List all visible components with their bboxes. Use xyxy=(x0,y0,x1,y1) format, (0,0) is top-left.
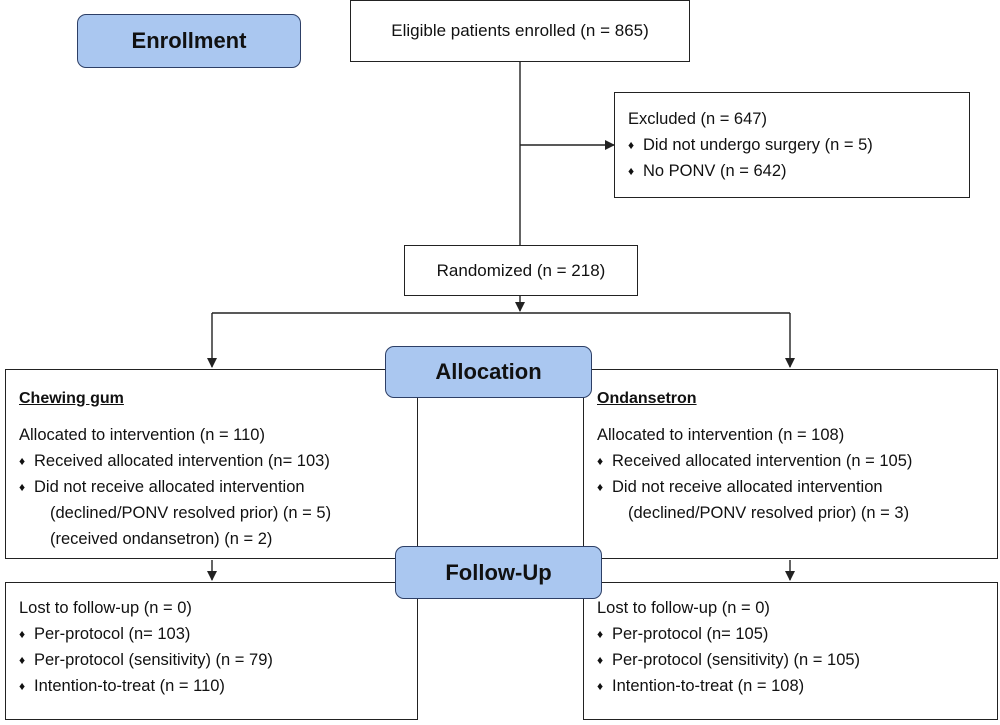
followup-lost-line: Lost to follow-up (n = 0) xyxy=(597,595,997,621)
allocation-not-received-line: ♦ Did not receive allocated intervention xyxy=(597,474,997,500)
allocation-reason-line: (declined/PONV resolved prior) (n = 3) xyxy=(597,500,997,526)
stage-label-allocation-text: Allocation xyxy=(435,359,542,384)
allocation-reason: (received ondansetron) (n = 2) xyxy=(50,530,273,548)
followup-item-text: Per-protocol (n= 105) xyxy=(612,625,769,643)
excluded-title-line: Excluded (n = 647) xyxy=(628,106,969,132)
diamond-bullet-icon: ♦ xyxy=(19,454,26,468)
followup-lost-line: Lost to follow-up (n = 0) xyxy=(19,595,417,621)
diamond-bullet-icon: ♦ xyxy=(628,164,635,178)
followup-item: ♦ Intention-to-treat (n = 110) xyxy=(19,673,417,699)
followup-item: ♦ Intention-to-treat (n = 108) xyxy=(597,673,997,699)
followup-item: ♦ Per-protocol (sensitivity) (n = 105) xyxy=(597,647,997,673)
diamond-bullet-icon: ♦ xyxy=(597,454,604,468)
diamond-bullet-icon: ♦ xyxy=(19,627,26,641)
diamond-bullet-icon: ♦ xyxy=(597,679,604,693)
stage-label-followup-text: Follow-Up xyxy=(445,559,552,585)
allocation-allocated: Allocated to intervention (n = 108) xyxy=(597,426,845,444)
followup-lost: Lost to follow-up (n = 0) xyxy=(19,599,192,617)
allocation-allocated-line: Allocated to intervention (n = 108) xyxy=(597,422,997,448)
followup-item-text: Per-protocol (sensitivity) (n = 105) xyxy=(612,651,861,669)
allocation-not-received: Did not receive allocated intervention xyxy=(34,478,305,496)
randomized-label: Randomized (n = 218) xyxy=(436,260,606,280)
diamond-bullet-icon: ♦ xyxy=(19,679,26,693)
excluded-item-text: Did not undergo surgery (n = 5) xyxy=(643,136,873,154)
allocation-received: Received allocated intervention (n = 105… xyxy=(612,452,913,470)
allocation-heading-line: Ondansetron xyxy=(597,386,997,412)
followup-item-text: Per-protocol (sensitivity) (n = 79) xyxy=(34,651,273,669)
allocation-received: Received allocated intervention (n= 103) xyxy=(34,452,330,470)
diamond-bullet-icon: ♦ xyxy=(628,138,635,152)
allocation-reason-line: (received ondansetron) (n = 2) xyxy=(19,526,417,552)
followup-item: ♦ Per-protocol (n= 103) xyxy=(19,621,417,647)
stage-label-allocation: Allocation xyxy=(385,346,592,398)
enrolled-box: Eligible patients enrolled (n = 865) xyxy=(350,0,690,62)
followup-item-text: Intention-to-treat (n = 110) xyxy=(34,677,225,695)
followup-box-chewing-gum: Lost to follow-up (n = 0) ♦ Per-protocol… xyxy=(5,582,418,720)
enrolled-label: Eligible patients enrolled (n = 865) xyxy=(391,21,649,40)
excluded-title: Excluded (n = 647) xyxy=(628,110,767,128)
stage-label-followup: Follow-Up xyxy=(395,546,602,599)
diamond-bullet-icon: ♦ xyxy=(597,480,604,494)
followup-lost: Lost to follow-up (n = 0) xyxy=(597,599,770,617)
stage-label-enrollment: Enrollment xyxy=(77,14,301,68)
allocation-reason: (declined/PONV resolved prior) (n = 3) xyxy=(628,504,910,522)
allocation-heading: Ondansetron xyxy=(597,390,697,407)
allocation-allocated: Allocated to intervention (n = 110) xyxy=(19,426,265,444)
allocation-not-received: Did not receive allocated intervention xyxy=(612,478,883,496)
allocation-heading: Chewing gum xyxy=(19,390,124,407)
followup-item-text: Intention-to-treat (n = 108) xyxy=(612,677,805,695)
diamond-bullet-icon: ♦ xyxy=(19,653,26,667)
excluded-item-text: No PONV (n = 642) xyxy=(643,162,787,180)
excluded-item: ♦ Did not undergo surgery (n = 5) xyxy=(628,132,969,158)
followup-item-text: Per-protocol (n= 103) xyxy=(34,625,191,643)
allocation-reason-line: (declined/PONV resolved prior) (n = 5) xyxy=(19,500,417,526)
allocation-not-received-line: ♦ Did not receive allocated intervention xyxy=(19,474,417,500)
allocation-heading-line: Chewing gum xyxy=(19,386,417,412)
randomized-box: Randomized (n = 218) xyxy=(404,245,638,296)
excluded-box: Excluded (n = 647) ♦ Did not undergo sur… xyxy=(614,92,970,198)
diamond-bullet-icon: ♦ xyxy=(19,480,26,494)
allocation-box-ondansetron: Ondansetron Allocated to intervention (n… xyxy=(583,369,998,559)
allocation-reason: (declined/PONV resolved prior) (n = 5) xyxy=(50,504,332,522)
followup-item: ♦ Per-protocol (n= 105) xyxy=(597,621,997,647)
allocation-received-line: ♦ Received allocated intervention (n= 10… xyxy=(19,448,417,474)
stage-label-enrollment-text: Enrollment xyxy=(131,28,247,53)
diamond-bullet-icon: ♦ xyxy=(597,627,604,641)
allocation-box-chewing-gum: Chewing gum Allocated to intervention (n… xyxy=(5,369,418,559)
diamond-bullet-icon: ♦ xyxy=(597,653,604,667)
followup-box-ondansetron: Lost to follow-up (n = 0) ♦ Per-protocol… xyxy=(583,582,998,720)
allocation-allocated-line: Allocated to intervention (n = 110) xyxy=(19,422,417,448)
excluded-item: ♦ No PONV (n = 642) xyxy=(628,158,969,184)
allocation-received-line: ♦ Received allocated intervention (n = 1… xyxy=(597,448,997,474)
followup-item: ♦ Per-protocol (sensitivity) (n = 79) xyxy=(19,647,417,673)
